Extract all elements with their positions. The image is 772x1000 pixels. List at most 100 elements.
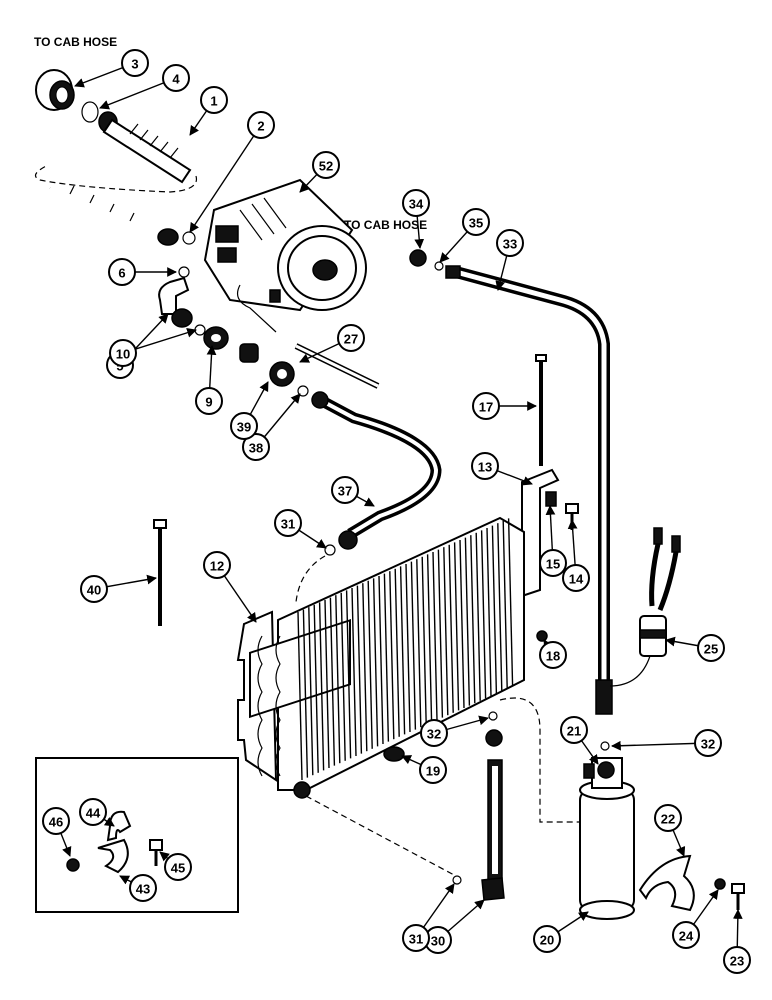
callout-number: 32 [427,727,441,742]
callout-number: 4 [172,72,180,87]
callout-number: 19 [426,764,440,779]
part-46-nut [66,858,80,872]
callout-12: 12 [203,551,231,579]
part-35-o-ring [434,261,444,271]
callout-number: 21 [567,724,581,739]
callout-number: 27 [344,332,358,347]
callout-45: 45 [164,853,192,881]
part-32-o-ring-left [488,711,498,721]
callout-number: 1 [210,94,217,109]
part-43-clamp-half [97,838,129,874]
part-15-washer [545,491,557,507]
part-34-fitting [409,249,427,267]
to-cab-hose-label-top: TO CAB HOSE [34,35,117,49]
part-17-bolt [535,354,547,466]
callout-32: 32 [694,729,722,757]
part-39-fittings [239,343,295,387]
callout-number: 2 [257,119,264,134]
callout-19: 19 [419,756,447,784]
part-2-o-ring [182,231,196,245]
part-40-cable-tie [153,519,167,626]
callout-number: 10 [116,347,130,362]
callout-34: 34 [402,189,430,217]
callout-9: 9 [195,387,223,415]
part-3-fitting-nut [35,69,75,111]
callout-number: 38 [249,441,263,456]
part-18-nut [536,630,548,642]
callout-number: 35 [469,216,483,231]
callout-2: 2 [247,111,275,139]
part-31-o-ring-lower [452,875,462,885]
callout-number: 22 [661,812,675,827]
dash-condenser-top [295,555,326,603]
part-4-o-ring [81,101,99,123]
callout-leader-2 [189,124,262,233]
part-24-nut [714,878,726,890]
part-6-o-ring [178,266,190,278]
callout-21: 21 [560,716,588,744]
part-33-hose [445,265,613,715]
callout-31: 31 [274,509,302,537]
part-1-hose-fitting [98,111,192,184]
callout-15: 15 [539,549,567,577]
callout-number: 31 [409,932,423,947]
part-25-pressure-switch [609,527,681,687]
callout-31: 31 [402,924,430,952]
compressor-suction-hose [48,185,179,246]
dash-condenser-bottom [305,795,457,877]
callout-number: 9 [205,395,212,410]
callout-40: 40 [80,575,108,603]
callout-32: 32 [420,719,448,747]
callout-18: 18 [539,641,567,669]
part-31-o-ring-upper [324,544,336,556]
to-cab-hose-label-mid: TO CAB HOSE [344,218,427,232]
callout-number: 31 [281,517,295,532]
callout-number: 14 [569,572,584,587]
callout-number: 25 [704,642,718,657]
callout-number: 3 [131,57,138,72]
hose-continuation-dash-1 [34,164,198,193]
callout-33: 33 [496,229,524,257]
callout-14: 14 [562,564,590,592]
callout-10: 10 [109,339,137,367]
part-20-receiver-drier [579,757,635,920]
callout-number: 43 [136,882,150,897]
callout-25: 25 [697,634,725,662]
callout-number: 52 [319,159,333,174]
callout-number: 15 [546,557,560,572]
part-45-screw [149,839,163,866]
callout-13: 13 [471,452,499,480]
dash-receiver-link [499,697,588,823]
callout-1: 1 [200,86,228,114]
callout-bubbles: 1234569101213141517181920212223242527303… [42,49,751,974]
part-13-bracket [521,468,560,598]
callout-number: 20 [540,933,554,948]
callout-44: 44 [79,798,107,826]
callout-number: 44 [86,806,101,821]
callout-number: 34 [409,197,424,212]
callout-22: 22 [654,804,682,832]
callout-number: 23 [730,954,744,969]
callout-number: 6 [118,266,125,281]
part-22-strap [638,854,695,912]
part-30-hose [481,729,505,901]
condenser-fins [297,518,514,781]
callout-number: 32 [701,737,715,752]
callout-number: 40 [87,583,101,598]
callout-number: 45 [171,861,185,876]
callout-38: 38 [242,433,270,461]
part-5-elbow-fitting [158,276,193,328]
callout-number: 24 [679,929,694,944]
callout-number: 39 [237,420,251,435]
callout-3: 3 [121,49,149,77]
part-10-o-ring [194,324,206,336]
callout-43: 43 [129,874,157,902]
callout-4: 4 [162,64,190,92]
callout-52: 52 [312,151,340,179]
callout-6: 6 [108,258,136,286]
callout-35: 35 [462,208,490,236]
callout-number: 13 [478,460,492,475]
part-38-o-ring [297,385,309,397]
callout-leader-32 [611,740,709,751]
